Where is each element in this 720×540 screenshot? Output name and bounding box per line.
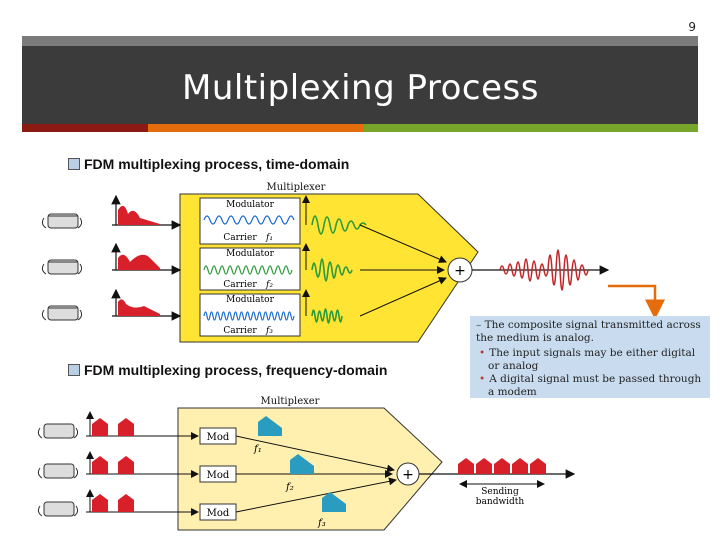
multiplexer-label: Multiplexer [267, 182, 326, 193]
sum-node: + [447, 257, 473, 283]
composite-signal-note: – The composite signal transmitted acros… [470, 316, 710, 398]
modulator-box: Modulator Carrier f₂ [199, 247, 301, 291]
sum-node: + [396, 462, 420, 486]
shifted-spectrum: f₂ [236, 454, 393, 493]
note-connector-arrow [608, 284, 665, 320]
input-spectrum [86, 411, 199, 440]
bullet-icon [68, 158, 80, 170]
modulated-wave [302, 277, 447, 324]
composite-signal [499, 249, 589, 291]
modulated-wave [302, 195, 447, 263]
title-bar: Multiplexing Process [22, 36, 698, 124]
mod-box: Mod [199, 465, 237, 483]
svg-text:+: + [454, 263, 466, 279]
slide-title: Multiplexing Process [182, 68, 539, 108]
accent-bar-orange [148, 124, 364, 132]
svg-text:f₂: f₂ [265, 280, 273, 290]
sending-bandwidth: Sending bandwidth [459, 480, 545, 507]
page-number: 9 [688, 20, 696, 34]
telephone-icon [37, 463, 79, 479]
accent-bar-red [22, 124, 148, 132]
frequency-domain-heading: FDM multiplexing process, frequency-doma… [68, 362, 387, 378]
telephone-icon [37, 501, 79, 517]
multiplexer-label: Multiplexer [261, 396, 320, 407]
modulator-box: Modulator Carrier f₃ [199, 293, 301, 337]
svg-text:Mod: Mod [207, 470, 230, 481]
svg-text:+: + [402, 467, 414, 483]
modulator-box: Modulator Carrier f₁ [199, 197, 301, 245]
note-main-text: The composite signal transmitted across … [476, 319, 701, 344]
svg-text:Modulator: Modulator [226, 200, 274, 210]
svg-text:Mod: Mod [207, 508, 230, 519]
note-bullet: The input signals may be either digital … [488, 347, 704, 373]
input-signal [111, 288, 182, 321]
input-signal [111, 194, 182, 230]
svg-text:Modulator: Modulator [226, 249, 274, 259]
svg-text:f₂: f₂ [285, 482, 294, 493]
input-signal [111, 242, 182, 275]
svg-text:f₃: f₃ [317, 518, 326, 529]
input-spectrum [86, 489, 199, 516]
svg-text:f₁: f₁ [253, 444, 262, 455]
svg-text:f₃: f₃ [265, 326, 273, 336]
bullet-icon [68, 364, 80, 376]
svg-text:Sending: Sending [481, 487, 519, 497]
svg-text:Carrier: Carrier [223, 326, 257, 336]
telephone-icon [41, 305, 83, 321]
time-domain-heading: FDM multiplexing process, time-domain [68, 156, 349, 172]
telephone-icon [41, 259, 83, 275]
composite-spectrum [458, 458, 546, 474]
shifted-spectrum: f₁ [235, 416, 395, 473]
mod-box: Mod [199, 503, 237, 521]
svg-text:Modulator: Modulator [226, 295, 274, 305]
svg-text:Carrier: Carrier [223, 233, 257, 243]
accent-bar-green [364, 124, 698, 132]
telephone-icon [37, 423, 79, 439]
modulated-wave [302, 243, 445, 282]
input-spectrum [86, 451, 199, 478]
telephone-icon [41, 213, 83, 229]
svg-text:f₁: f₁ [265, 233, 273, 243]
svg-text:bandwidth: bandwidth [476, 497, 525, 507]
svg-text:Mod: Mod [207, 432, 230, 443]
shifted-spectrum: f₃ [235, 477, 397, 529]
mod-box: Mod [199, 427, 237, 445]
note-bullet: A digital signal must be passed through … [488, 373, 704, 399]
svg-text:Carrier: Carrier [223, 280, 257, 290]
